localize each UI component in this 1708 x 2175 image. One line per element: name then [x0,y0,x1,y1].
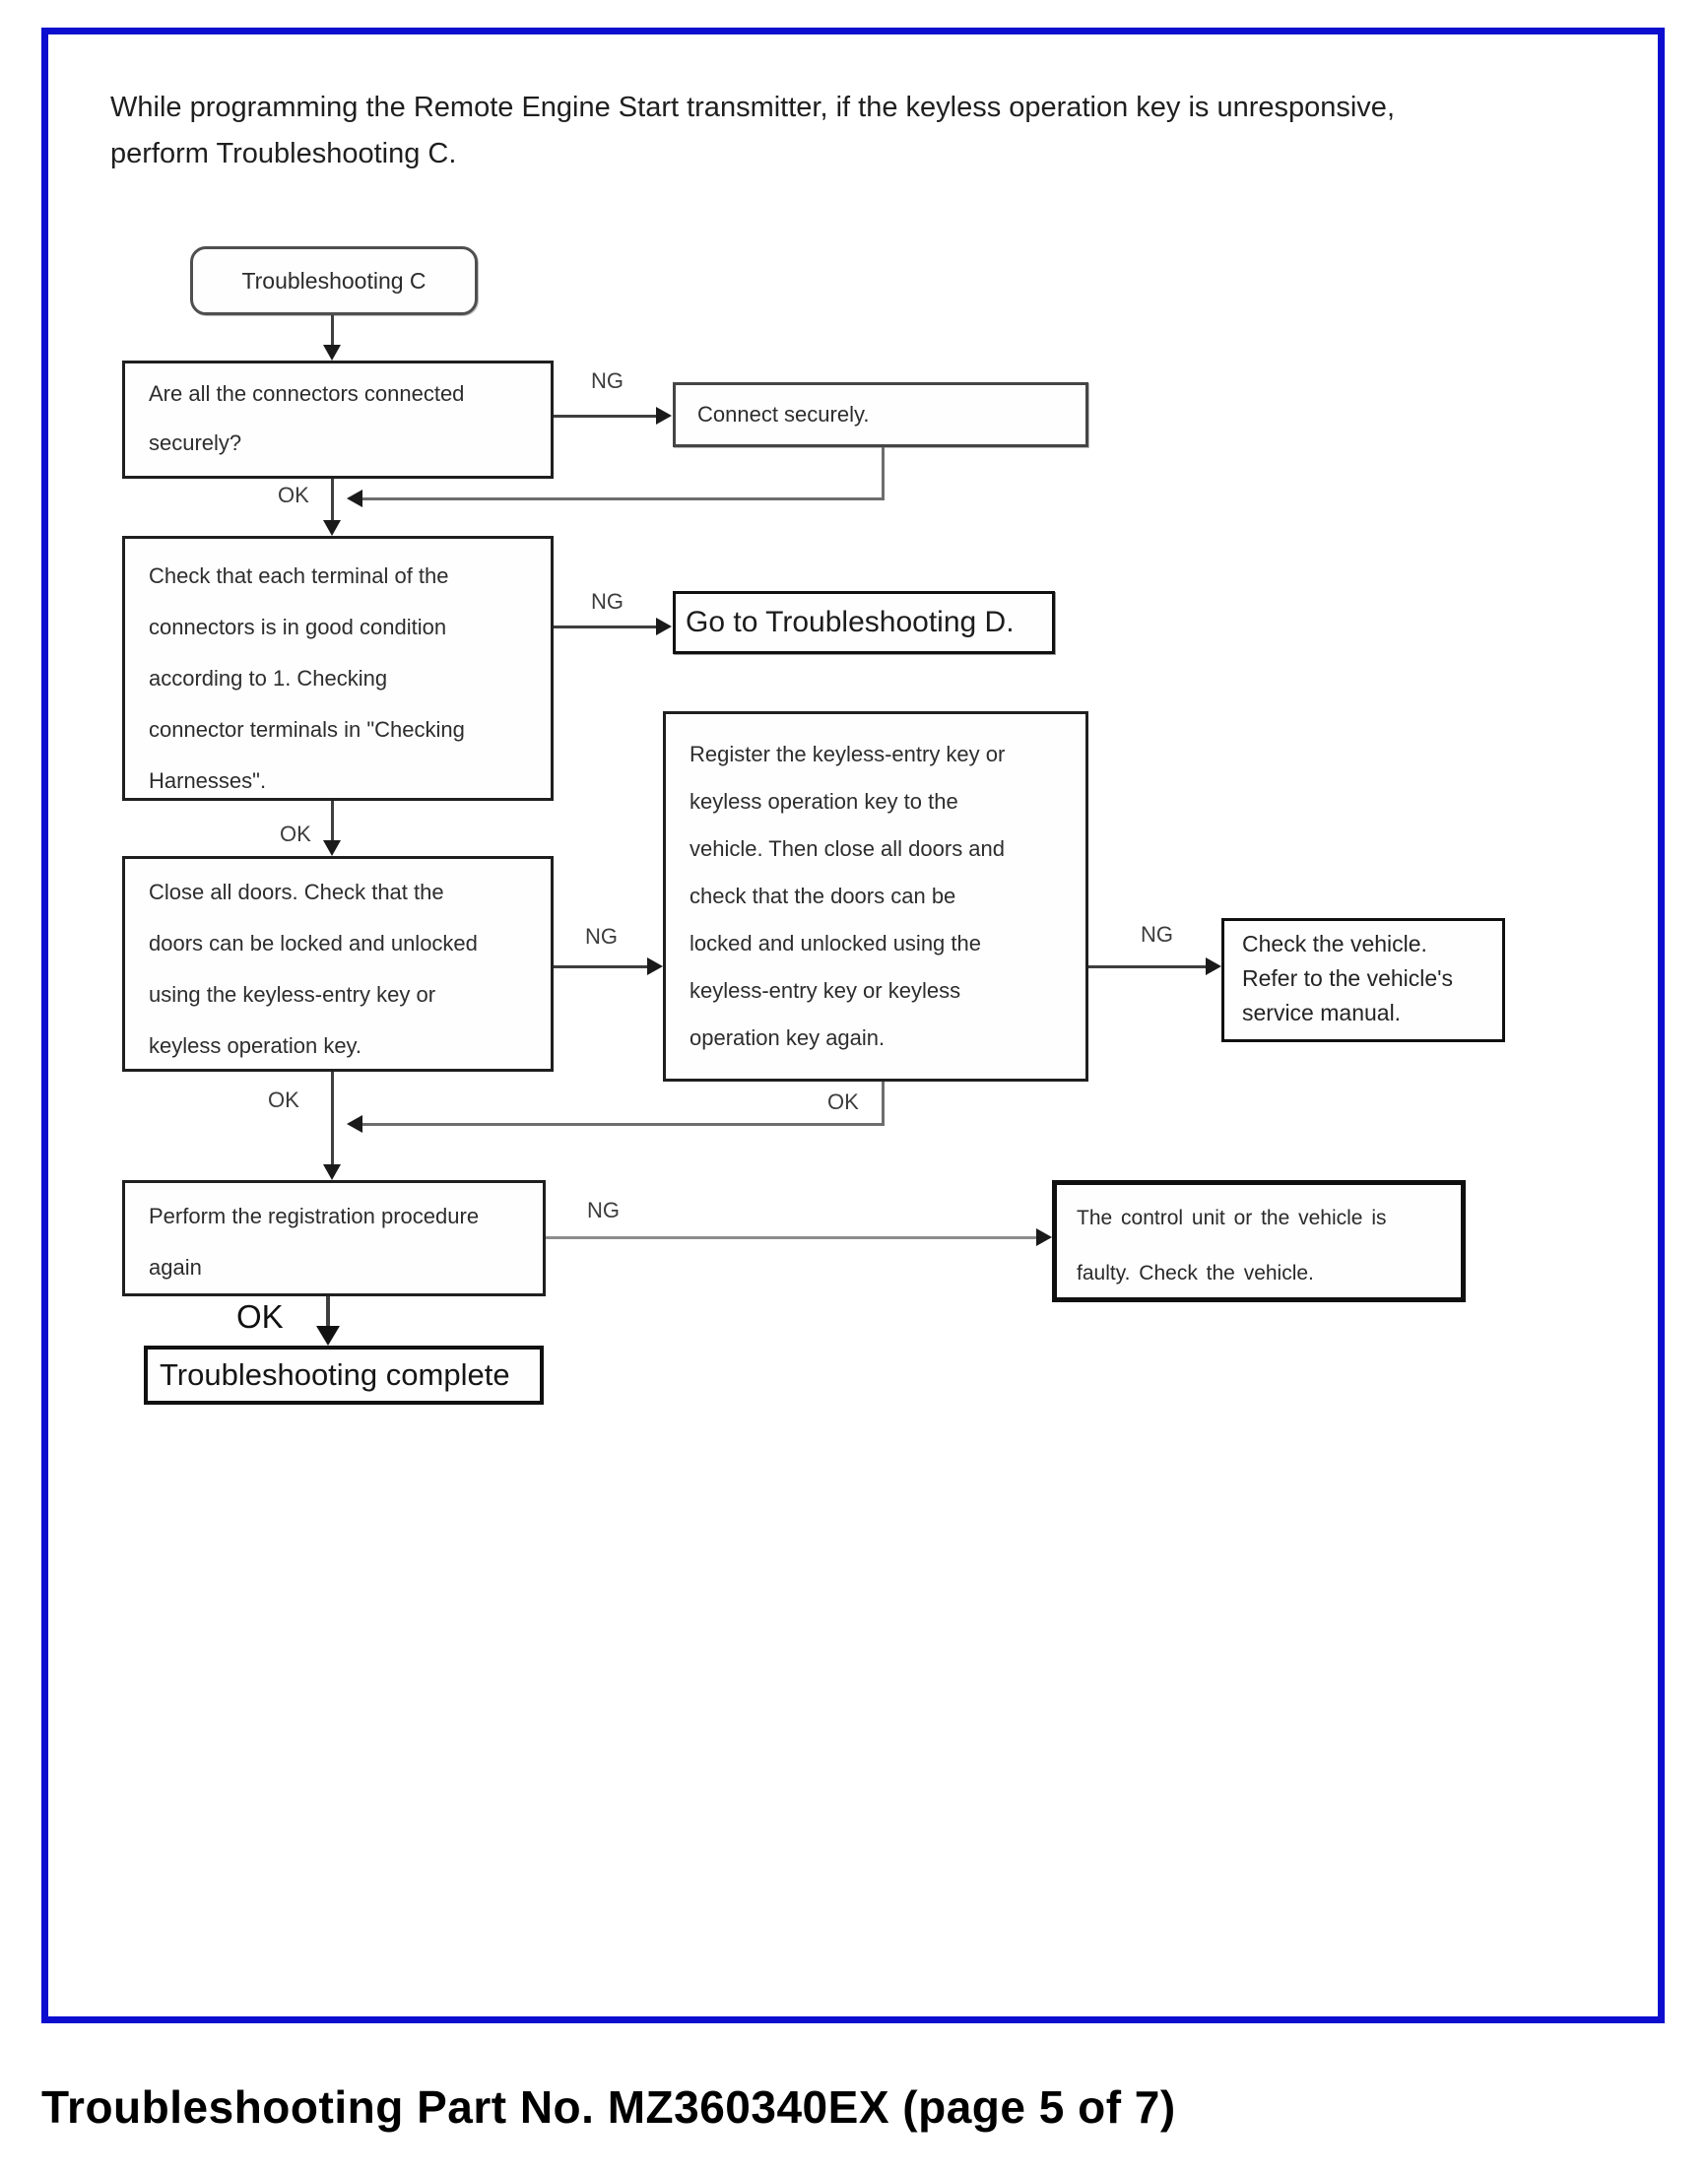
box-line: according to 1. Checking [149,666,388,691]
connector-line [361,1123,884,1126]
arrow-left-icon [347,490,362,507]
ok-label: OK [827,1089,859,1114]
box-line: faulty. Check the vehicle. [1077,1262,1314,1285]
connector-line [1088,965,1207,968]
intro-line-1: While programming the Remote Engine Star… [110,92,1395,123]
page-caption: Troubleshooting Part No. MZ360340EX (pag… [41,2081,1176,2133]
intro-paragraph: While programming the Remote Engine Star… [110,85,1588,177]
box-line: Connect securely. [697,402,870,427]
box-line: connectors is in good condition [149,615,447,639]
box-line: keyless-entry key or keyless [690,978,961,1003]
box-line: check that the doors can be [690,884,956,908]
ok-label: OK [280,822,311,846]
action-box-go-to-d: Go to Troubleshooting D. [673,591,1055,654]
box-line: vehicle. Then close all doors and [690,836,1006,861]
box-line: again [149,1255,202,1280]
connector-line [331,315,334,347]
question-box-terminals: Check that each terminal of the connecto… [122,536,554,801]
ng-label: NG [591,589,624,614]
box-line: service manual. [1242,1000,1402,1025]
connector-line [554,415,658,418]
arrow-down-icon [323,1164,341,1180]
connector-line [882,1082,885,1126]
connector-line [546,1236,1038,1239]
arrow-left-icon [347,1115,362,1133]
ok-label: OK [278,483,309,507]
connector-line [331,479,334,522]
connector-line [361,497,884,500]
box-line: operation key again. [690,1025,886,1050]
arrow-right-icon [1036,1228,1052,1246]
box-line: Check the vehicle. [1242,931,1427,956]
connector-line [554,965,648,968]
box-line: Close all doors. Check that the [149,880,444,904]
box-line: Register the keyless-entry key or [690,742,1006,766]
question-box-close-doors: Close all doors. Check that the doors ca… [122,856,554,1072]
action-box-connect-securely: Connect securely. [673,382,1088,447]
arrow-right-icon [656,618,672,635]
box-line: Refer to the vehicle's [1242,965,1454,991]
box-line: locked and unlocked using the [690,931,981,956]
start-node-label: Troubleshooting C [241,267,427,294]
box-line: Troubleshooting complete [160,1357,510,1392]
arrow-right-icon [1206,957,1221,975]
action-box-register-key: Register the keyless-entry key or keyles… [663,711,1088,1082]
box-line: keyless operation key. [149,1033,362,1058]
intro-line-2: perform Troubleshooting C. [110,138,457,169]
box-line: securely? [149,430,242,455]
connector-line [331,801,334,840]
box-line: connector terminals in "Checking [149,717,465,742]
arrow-down-icon [323,840,341,856]
box-line: The control unit or the vehicle is [1077,1207,1387,1229]
box-line: doors can be locked and unlocked [149,931,478,956]
connector-line [554,626,658,628]
connector-line [882,447,885,500]
ok-label: OK [236,1298,284,1335]
box-line: Are all the connectors connected [149,381,465,406]
arrow-down-icon [316,1326,340,1346]
start-node: Troubleshooting C [190,246,478,315]
arrow-right-icon [656,407,672,425]
end-node-complete: Troubleshooting complete [144,1346,544,1405]
box-line: using the keyless-entry key or [149,982,436,1007]
box-line: keyless operation key to the [690,789,958,814]
result-box-control-unit-faulty: The control unit or the vehicle is fault… [1052,1180,1466,1302]
connector-line [331,1072,334,1166]
question-box-connectors: Are all the connectors connected securel… [122,361,554,479]
ng-label: NG [587,1198,620,1222]
ng-label: NG [1141,922,1173,947]
box-line: Harnesses". [149,768,267,793]
question-box-registration: Perform the registration procedure again [122,1180,546,1296]
connector-line [326,1296,330,1330]
ok-label: OK [268,1088,299,1112]
box-line: Check that each terminal of the [149,563,449,588]
action-box-check-vehicle: Check the vehicle. Refer to the vehicle'… [1221,918,1505,1042]
ng-label: NG [591,368,624,393]
box-line: Go to Troubleshooting D. [686,606,1015,638]
ng-label: NG [585,924,618,949]
arrow-right-icon [647,957,663,975]
arrow-down-icon [323,345,341,361]
box-line: Perform the registration procedure [149,1204,480,1228]
arrow-down-icon [323,520,341,536]
